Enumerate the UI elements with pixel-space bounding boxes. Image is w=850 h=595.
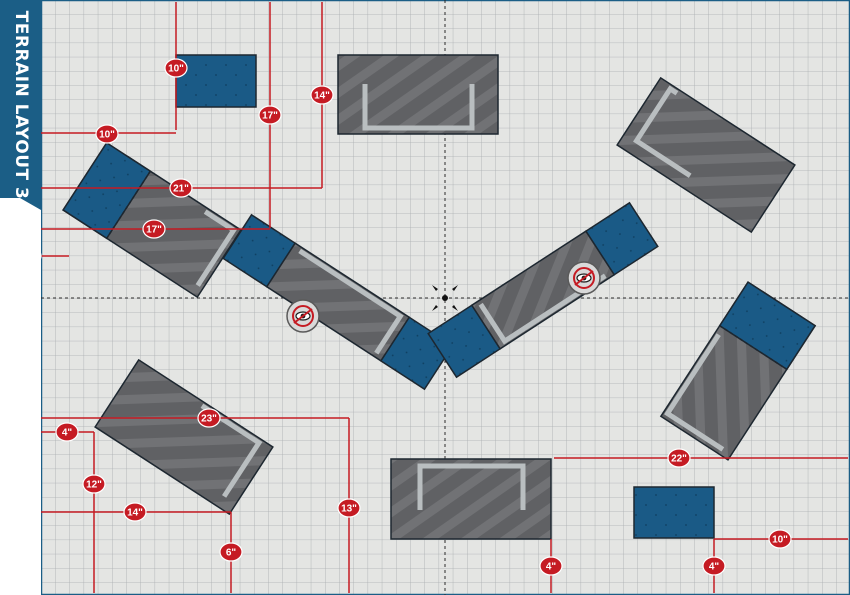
measurement-value: 14"	[127, 508, 143, 519]
measurement-label: 14"	[310, 85, 334, 105]
measurement-value: 4"	[546, 562, 557, 573]
measurement-label: 14"	[123, 502, 147, 522]
measurement-label: 4"	[539, 556, 563, 576]
measurement-label: 6"	[219, 542, 243, 562]
terrain-board: 10"10"17"14"21"17"2"23"4"12"14"13"6"4"22…	[41, 0, 850, 595]
ruin-center-right	[427, 201, 659, 379]
measurement-value: 23"	[201, 414, 217, 425]
measurement-label: 17"	[258, 105, 282, 125]
measurement-label: 4"	[55, 422, 79, 442]
layout-title: TERRAIN LAYOUT 3	[11, 10, 31, 200]
layout-title-tab: TERRAIN LAYOUT 3	[0, 0, 41, 210]
measurement-label: 13"	[337, 498, 361, 518]
measurement-label: 23"	[197, 408, 221, 428]
measurement-label: 10"	[768, 529, 792, 549]
footprint-top-left	[175, 54, 257, 108]
measurement-label: 17"	[142, 219, 166, 239]
ruin-top-right	[616, 76, 796, 234]
measurement-value: 6"	[226, 548, 237, 559]
measurement-value: 13"	[341, 504, 357, 515]
measurement-value: 22"	[671, 454, 687, 465]
measurement-value: 17"	[146, 225, 162, 236]
measurement-label: 4"	[702, 556, 726, 576]
measurement-value: 4"	[709, 562, 720, 573]
measurement-value: 12"	[86, 480, 102, 491]
measurement-value: 10"	[168, 64, 184, 75]
measurement-label: 12"	[82, 474, 106, 494]
measurement-value: 4"	[62, 428, 73, 439]
measurement-value: 14"	[314, 91, 330, 102]
center-crosshair-icon	[432, 285, 458, 311]
footprint-bottom-right	[633, 486, 715, 539]
measurement-value: 17"	[262, 111, 278, 122]
measurement-value: 21"	[173, 184, 189, 195]
measurement-label: 10"	[164, 58, 188, 78]
measurement-label: 22"	[667, 448, 691, 468]
ruin-top-center	[337, 54, 499, 135]
ruin-right-middle	[659, 281, 817, 461]
measurement-label: 21"	[169, 178, 193, 198]
measurement-label: 10"	[95, 124, 119, 144]
objective-eye-icon	[567, 261, 601, 295]
objective-eye-icon	[286, 299, 320, 333]
ruin-bottom-center	[390, 458, 552, 540]
measurement-value: 10"	[99, 130, 115, 141]
measurement-value: 10"	[772, 535, 788, 546]
